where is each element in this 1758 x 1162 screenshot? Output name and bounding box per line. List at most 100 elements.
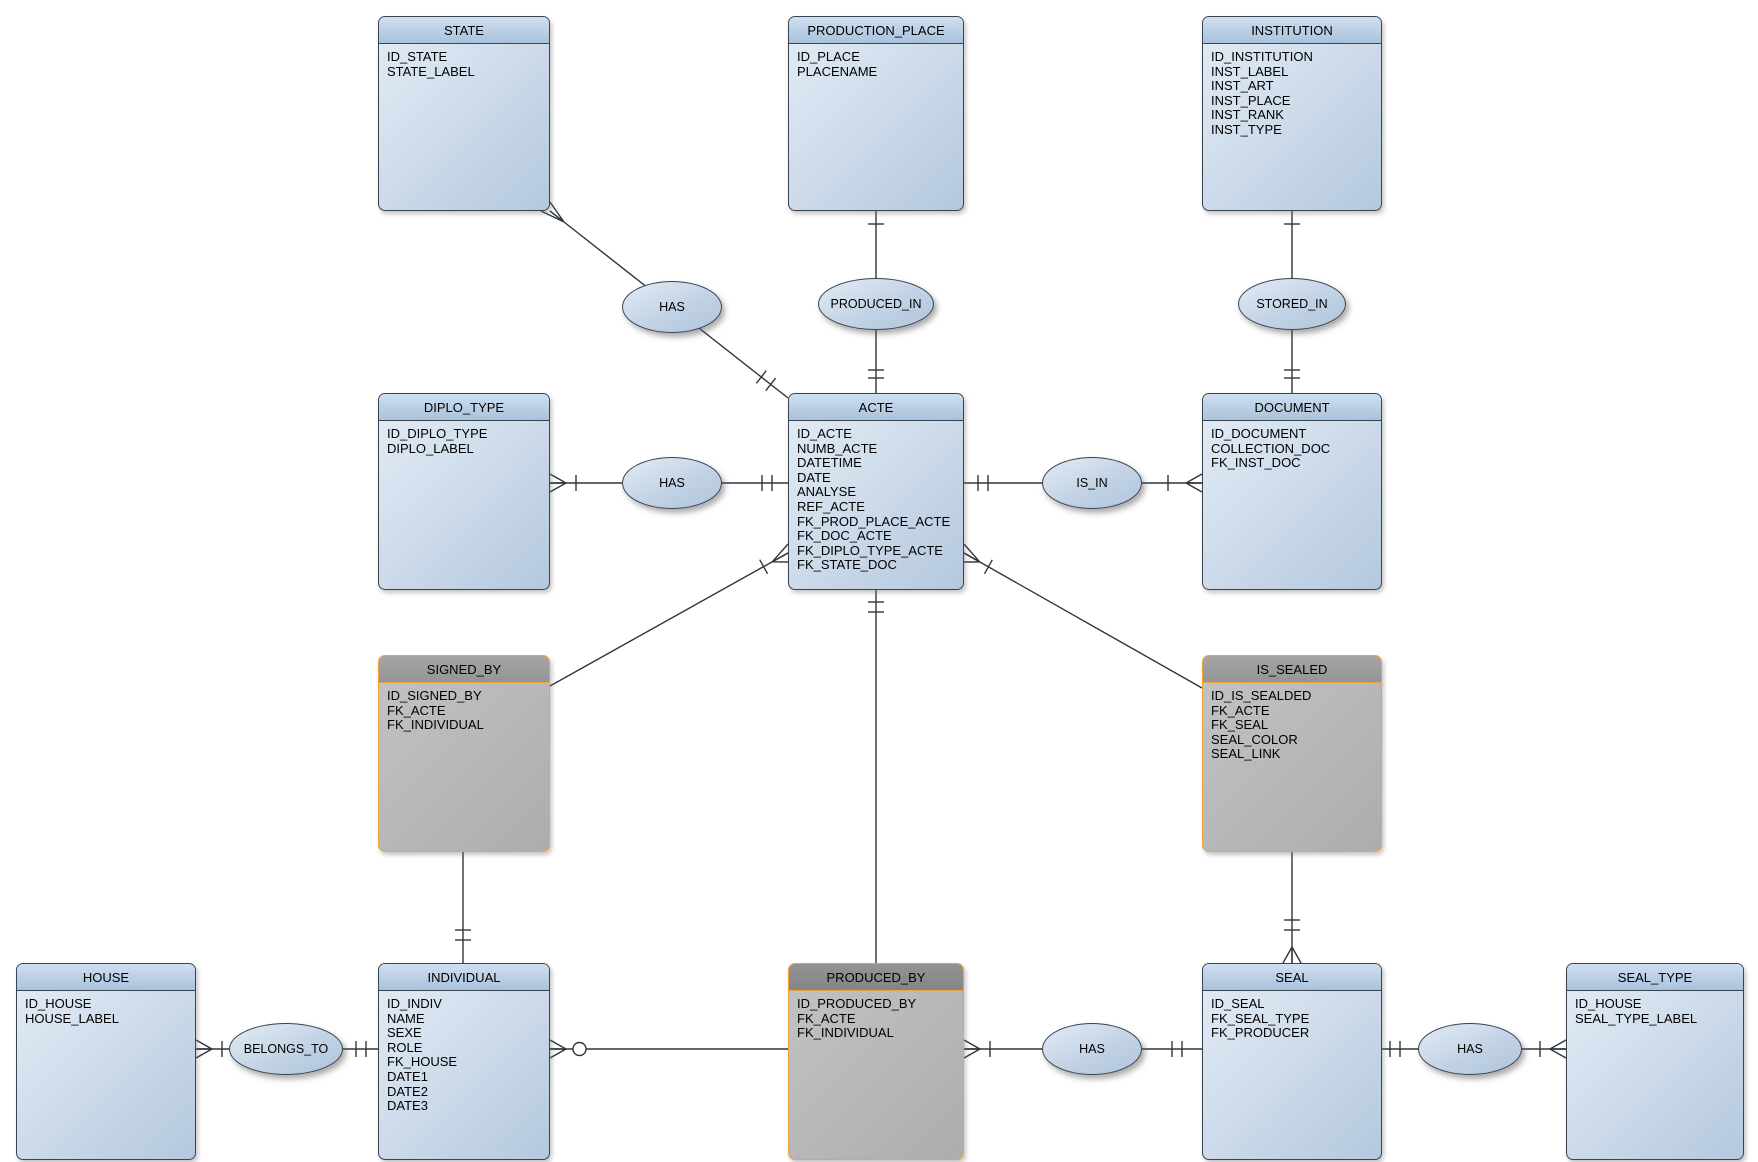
attribute: ID_STATE: [387, 49, 448, 64]
attribute: ID_PLACE: [797, 49, 860, 64]
relationship-has-3[interactable]: HAS: [622, 457, 722, 509]
connector-issealed-seal: [1282, 852, 1302, 964]
relationship-label: IS_IN: [1076, 476, 1108, 490]
attribute: ID_PRODUCED_BY: [797, 996, 917, 1011]
attribute: FK_DIPLO_TYPE_ACTE: [797, 542, 943, 558]
attribute: ANALYSE: [797, 484, 857, 500]
connector-signedby-individual: [455, 852, 471, 963]
relationship-label: HAS: [659, 300, 685, 314]
attribute: FK_HOUSE: [387, 1054, 458, 1070]
attribute: FK_ACTE: [797, 1010, 856, 1026]
entity-title: DOCUMENT: [1203, 394, 1381, 421]
attribute: FK_PROD_PLACE_ACTE: [797, 513, 951, 529]
relationship-label: BELONGS_TO: [243, 1042, 329, 1056]
attribute: FK_INDIVIDUAL: [387, 717, 484, 733]
entity-title: SIGNED_BY: [379, 656, 549, 683]
attribute: SEXE: [387, 1025, 422, 1041]
entity-title: INDIVIDUAL: [379, 964, 549, 991]
connector-acte-producedby: [868, 590, 884, 963]
entity-title: INSTITUTION: [1203, 17, 1381, 44]
relationship-is-in-4[interactable]: IS_IN: [1042, 457, 1142, 509]
attribute: INST_TYPE: [1211, 121, 1282, 137]
attribute: DATE3: [387, 1098, 428, 1114]
attribute: FK_ACTE: [1211, 702, 1270, 718]
attribute: FK_INDIVIDUAL: [797, 1025, 894, 1041]
connector-individual-producedby: [549, 1039, 788, 1059]
relationship-has-6[interactable]: HAS: [1042, 1023, 1142, 1075]
attribute: ID_HOUSE: [25, 996, 92, 1011]
attribute: FK_SEAL_TYPE: [1211, 1010, 1310, 1026]
attribute: STATE_LABEL: [387, 63, 475, 79]
attribute: INST_RANK: [1211, 107, 1284, 123]
attribute: ID_DIPLO_TYPE: [387, 426, 488, 441]
attribute: DIPLO_LABEL: [387, 440, 474, 456]
connector-issealed-acte: [963, 543, 1203, 689]
attribute: NUMB_ACTE: [797, 440, 878, 456]
entity-title: PRODUCED_BY: [789, 964, 963, 991]
attribute: ID_HOUSE: [1575, 996, 1642, 1011]
entity-title: DIPLO_TYPE: [379, 394, 549, 421]
entity-title: PRODUCTION_PLACE: [789, 17, 963, 44]
connector-signedby-acte: [549, 543, 789, 687]
entity-title: ACTE: [789, 394, 963, 421]
relationship-stored-in-2[interactable]: STORED_IN: [1238, 278, 1346, 330]
relationship-produced-in-1[interactable]: PRODUCED_IN: [818, 278, 934, 330]
attribute: FK_INST_DOC: [1211, 455, 1301, 471]
attribute: DATE1: [387, 1068, 428, 1084]
attribute: INST_PLACE: [1211, 92, 1291, 108]
attribute: FK_ACTE: [387, 702, 446, 718]
entity-title: HOUSE: [17, 964, 195, 991]
attribute: HOUSE_LABEL: [25, 1010, 119, 1026]
attribute: ID_SIGNED_BY: [387, 688, 482, 703]
attribute: SEAL_LINK: [1211, 746, 1281, 762]
relationship-label: PRODUCED_IN: [830, 297, 922, 311]
entity-title: SEAL: [1203, 964, 1381, 991]
relationship-has-7[interactable]: HAS: [1418, 1023, 1522, 1075]
entity-title: IS_SEALED: [1203, 656, 1381, 683]
attribute: REF_ACTE: [797, 498, 865, 514]
attribute: COLLECTION_DOC: [1211, 440, 1331, 456]
relationship-belongs-to-5[interactable]: BELONGS_TO: [229, 1023, 343, 1075]
entity-title: SEAL_TYPE: [1567, 964, 1743, 991]
attribute: ID_IS_SEALDED: [1211, 688, 1312, 703]
relationship-label: HAS: [1079, 1042, 1105, 1056]
relationship-has-0[interactable]: HAS: [622, 281, 722, 333]
relationship-label: HAS: [1457, 1042, 1483, 1056]
attribute: FK_DOC_ACTE: [797, 528, 892, 544]
attribute: DATE: [797, 469, 831, 485]
relationship-label: HAS: [659, 476, 685, 490]
attribute: ID_SEAL: [1211, 996, 1265, 1011]
attribute: DATE2: [387, 1083, 428, 1099]
attribute: DATETIME: [797, 455, 862, 471]
attribute: ID_INSTITUTION: [1211, 49, 1313, 64]
attribute: FK_STATE_DOC: [797, 557, 897, 573]
attribute: ID_INDIV: [387, 996, 442, 1011]
